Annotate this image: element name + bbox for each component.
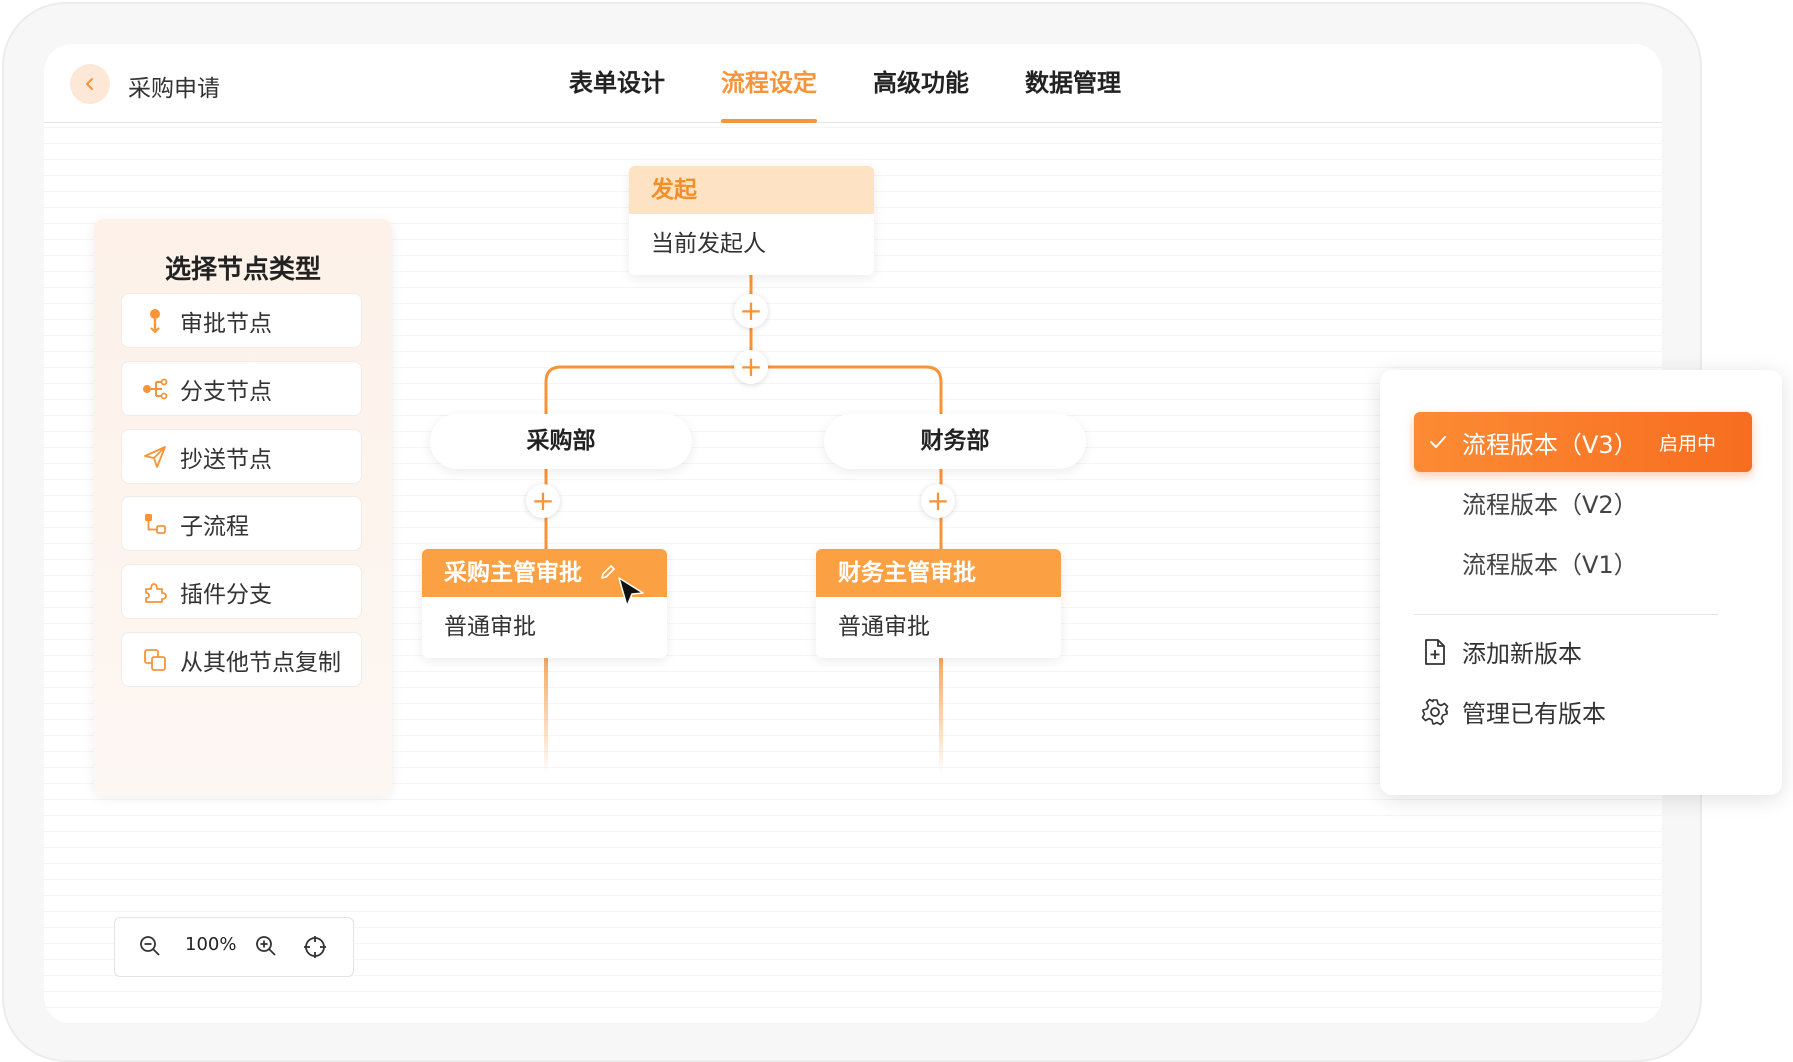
version-item-v2[interactable]: 流程版本（V2） [1414, 472, 1752, 532]
version-item-v1[interactable]: 流程版本（V1） [1414, 532, 1752, 592]
manage-versions-label: 管理已有版本 [1462, 700, 1606, 728]
menu-divider [1414, 614, 1718, 615]
approval-node-title: 采购主管审批 [444, 560, 582, 586]
crosshair-icon[interactable] [303, 935, 327, 959]
tab-advanced[interactable]: 高级功能 [873, 69, 969, 97]
start-node-body: 当前发起人 [651, 231, 766, 257]
approval-pin-icon [142, 308, 168, 334]
branch-icon [142, 376, 168, 402]
gear-icon [1420, 697, 1450, 727]
approval-node-finance[interactable]: 财务主管审批 普通审批 [816, 549, 1061, 658]
version-label: 流程版本（V2） [1462, 490, 1638, 519]
version-menu: 流程版本（V3） 启用中 流程版本（V2） 流程版本（V1） 添加新版本 管理已… [1380, 370, 1782, 795]
add-file-icon [1420, 637, 1450, 667]
mouse-cursor-icon [618, 577, 644, 607]
approval-node-body: 普通审批 [838, 614, 930, 640]
add-branch-button[interactable]: + [734, 350, 768, 384]
start-node-title: 发起 [629, 166, 874, 214]
approval-node-body: 普通审批 [444, 614, 536, 640]
add-node-button[interactable]: + [734, 294, 768, 328]
version-label: 流程版本（V1） [1462, 550, 1638, 579]
tab-bar: 表单设计 流程设定 高级功能 数据管理 [569, 44, 1177, 123]
version-item-v3[interactable]: 流程版本（V3） 启用中 [1414, 412, 1752, 472]
node-type-branch[interactable]: 分支节点 [121, 361, 362, 416]
start-node[interactable]: 发起 当前发起人 [629, 166, 874, 275]
add-version-button[interactable]: 添加新版本 [1420, 634, 1582, 669]
puzzle-icon [142, 579, 168, 605]
manage-versions-button[interactable]: 管理已有版本 [1420, 694, 1606, 729]
node-type-cc[interactable]: 抄送节点 [121, 429, 362, 484]
add-version-label: 添加新版本 [1462, 640, 1582, 668]
zoom-toolbar: 100% [114, 917, 354, 977]
zoom-level: 100% [185, 934, 237, 955]
add-node-button[interactable]: + [921, 484, 955, 518]
back-button[interactable] [70, 64, 110, 104]
branch-dept-procurement[interactable]: 采购部 [430, 414, 692, 469]
node-type-approval[interactable]: 审批节点 [121, 293, 362, 348]
node-type-subprocess[interactable]: 子流程 [121, 496, 362, 551]
tab-data-management[interactable]: 数据管理 [1025, 69, 1121, 97]
chevron-left-icon [86, 78, 93, 90]
check-icon [1414, 435, 1462, 449]
zoom-in-icon[interactable] [255, 935, 277, 957]
tab-form-design[interactable]: 表单设计 [569, 69, 665, 97]
zoom-out-icon[interactable] [139, 935, 161, 957]
page-title: 采购申请 [128, 76, 220, 102]
node-type-plugin-branch[interactable]: 插件分支 [121, 564, 362, 619]
subprocess-icon [142, 511, 168, 537]
version-label: 流程版本（V3） [1462, 430, 1638, 459]
approval-node-title: 财务主管审批 [816, 549, 1061, 597]
copy-icon [142, 647, 168, 673]
add-node-button[interactable]: + [526, 484, 560, 518]
panel-title: 选择节点类型 [164, 255, 321, 285]
pencil-icon[interactable] [598, 562, 618, 582]
node-type-panel: 选择节点类型 审批节点 分支节点 抄送节点 [94, 219, 392, 796]
send-icon [142, 444, 168, 470]
tab-flow-settings[interactable]: 流程设定 [721, 44, 817, 123]
top-bar: 采购申请 表单设计 流程设定 高级功能 数据管理 [44, 44, 1662, 123]
node-type-copy[interactable]: 从其他节点复制 [121, 632, 362, 687]
branch-dept-finance[interactable]: 财务部 [824, 414, 1086, 469]
status-badge: 启用中 [1658, 432, 1716, 455]
